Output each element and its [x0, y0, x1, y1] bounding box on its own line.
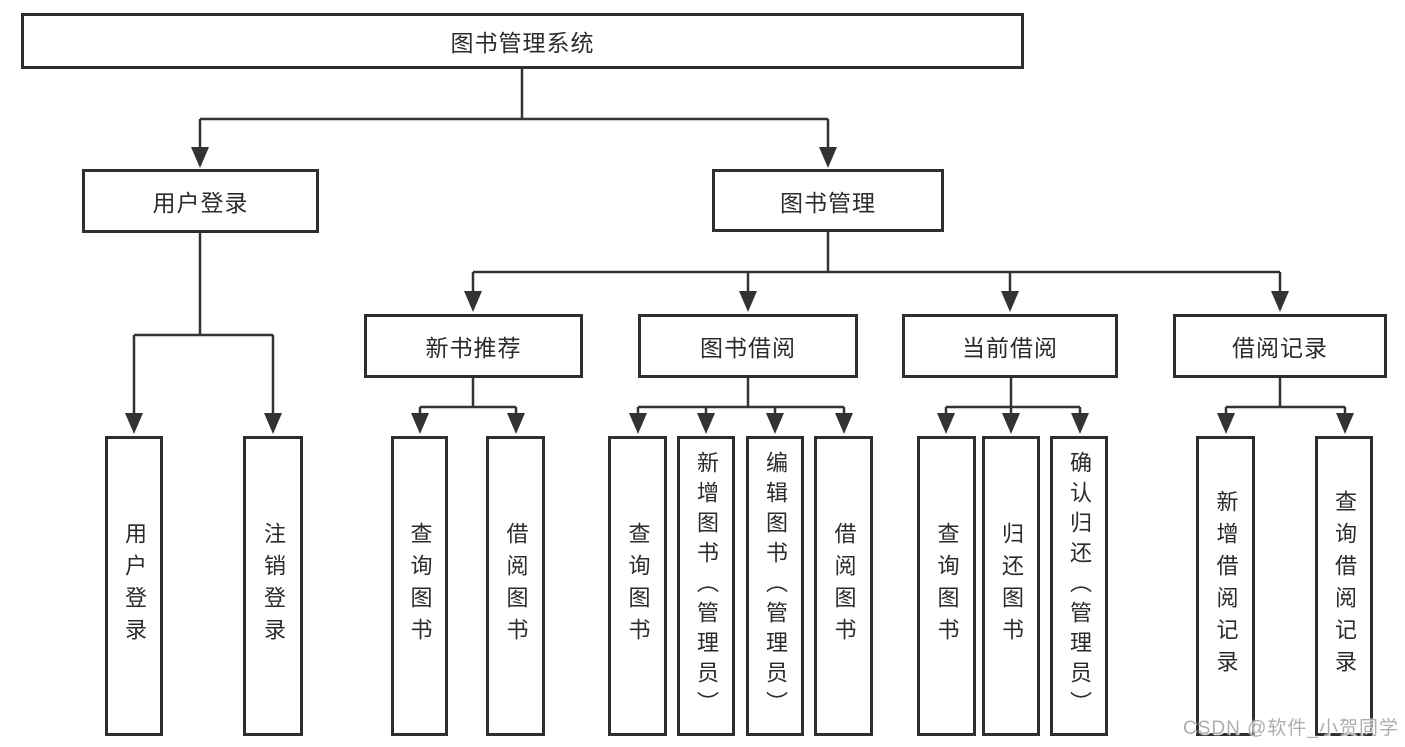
node-add-borrow-record: 新增借阅记录	[1196, 436, 1255, 736]
node-query-books-borrowing: 查询图书	[608, 436, 667, 736]
node-label: 查询图书	[625, 522, 651, 650]
node-query-books-current: 查询图书	[917, 436, 976, 736]
csdn-watermark: CSDN @软件_小贺同学	[1183, 718, 1399, 739]
node-label: 查询图书	[407, 522, 433, 650]
node-label: 图书管理	[780, 189, 876, 216]
node-label: 借阅记录	[1232, 335, 1328, 361]
node-label: 图书借阅	[700, 335, 796, 361]
node-user-login: 用户登录	[82, 169, 319, 233]
node-label: 借阅图书	[831, 522, 857, 650]
node-label: 归还图书	[999, 522, 1024, 650]
node-edit-book-admin: 编辑图书（管理员）	[746, 436, 804, 736]
node-label: 借阅图书	[503, 522, 529, 650]
node-new-book-recommendation: 新书推荐	[364, 314, 583, 378]
node-confirm-return-admin: 确认归还（管理员）	[1050, 436, 1108, 736]
node-label: 确认归还（管理员）	[1067, 451, 1092, 721]
node-query-books-recommend: 查询图书	[391, 436, 448, 736]
node-label: 注销登录	[261, 522, 286, 650]
node-logout: 注销登录	[243, 436, 303, 736]
node-book-borrowing: 图书借阅	[638, 314, 858, 378]
node-return-books: 归还图书	[982, 436, 1040, 736]
node-label: 查询图书	[934, 522, 960, 650]
node-query-borrow-record: 查询借阅记录	[1315, 436, 1373, 736]
node-user-login-action: 用户登录	[105, 436, 163, 736]
connector-rails	[132, 69, 1347, 416]
node-borrow-books-recommend: 借阅图书	[486, 436, 545, 736]
node-label: 当前借阅	[962, 335, 1058, 361]
node-label: 用户登录	[122, 522, 147, 650]
node-label: 图书管理系统	[450, 30, 595, 56]
node-label: 新增图书（管理员）	[694, 451, 719, 721]
node-borrow-books-borrowing: 借阅图书	[814, 436, 873, 736]
node-borrowing-records: 借阅记录	[1173, 314, 1387, 378]
node-label: 新增借阅记录	[1213, 490, 1239, 682]
node-book-management: 图书管理	[712, 169, 944, 232]
node-add-book-admin: 新增图书（管理员）	[677, 436, 735, 736]
node-label: 用户登录	[152, 190, 249, 216]
node-label: 新书推荐	[425, 335, 522, 361]
node-label: 编辑图书（管理员）	[763, 451, 788, 721]
arrowheads	[125, 147, 1354, 434]
node-label: 查询借阅记录	[1332, 490, 1357, 682]
node-library-system: 图书管理系统	[21, 13, 1024, 69]
node-current-borrowing: 当前借阅	[902, 314, 1118, 378]
